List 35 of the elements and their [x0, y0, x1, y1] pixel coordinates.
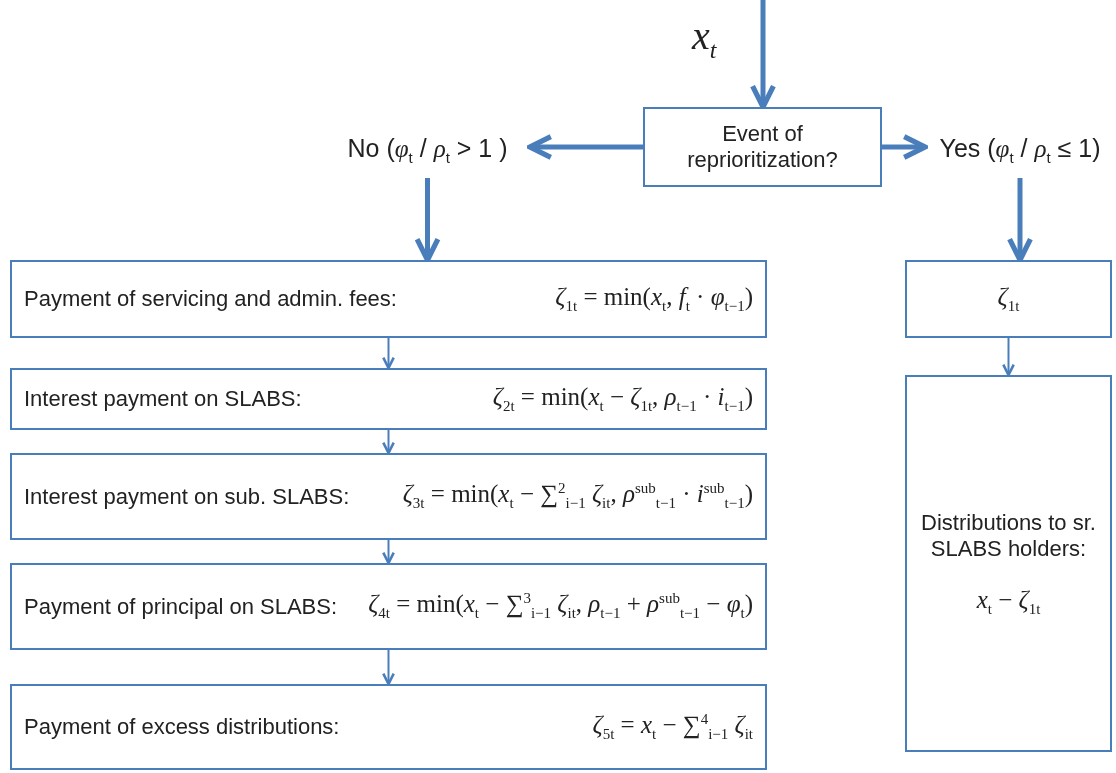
process-box	[905, 260, 1112, 338]
formula: ζ$_{1t}$ = min(x$_{t}$, f$_{t}$ · φ$_{t−1}$)	[555, 283, 753, 315]
box-label: Payment of servicing and admin. fees:	[24, 286, 397, 312]
decision-box	[643, 107, 882, 187]
process-box	[10, 368, 767, 430]
condition-label: Yes (φ$_{t}$ / ρ$_{t}$ ≤ 1)	[925, 118, 1115, 178]
arrow	[382, 649, 395, 686]
arrow	[750, 0, 776, 110]
formula: ζ$_{5t}$ = x$_{t}$ − ∑$^{4}$$_{i−1}$ ζ$_{it}$	[592, 710, 753, 744]
box-label: Payment of principal on SLABS:	[24, 593, 338, 620]
box-label: Event of reprioritization?	[686, 121, 839, 173]
formula: ζ$_{2t}$ = min(x$_{t}$ − ζ$_{1t}$, ρ$_{t−1}$ · i$_{t−1}$)	[492, 383, 753, 415]
formula: ζ$_{4t}$ = min(x$_{t}$ − ∑$^{3}$$_{i−1}$ ζ$_{it}$, ρ$_{t−1}$ + ρ$^{sub}$$_{t−1}$ − φ$_{t}$)	[368, 590, 753, 623]
arrow	[882, 134, 928, 160]
input-variable: x$_{t}$	[692, 12, 717, 64]
arrow	[382, 429, 395, 455]
formula: ζ$_{1t}$	[997, 283, 1020, 315]
condition-label: No (φ$_{t}$ / ρ$_{t}$ > 1 )	[325, 118, 530, 178]
box-label: Interest payment on sub. SLABS:	[24, 483, 350, 510]
formula: ζ$_{3t}$ = min(x$_{t}$ − ∑$^{2}$$_{i−1}$ ζ$_{it}$, ρ$^{sub}$$_{t−1}$ · i$^{sub}$$_{t−1}$)	[402, 480, 753, 513]
box-label: Payment of excess distributions:	[24, 714, 340, 740]
arrow	[1002, 337, 1015, 377]
process-box	[10, 260, 767, 338]
arrow	[382, 337, 395, 370]
arrow	[382, 539, 395, 565]
process-box	[905, 375, 1112, 752]
arrow	[414, 178, 441, 263]
formula: x$_{t}$ − ζ$_{1t}$	[976, 585, 1041, 618]
process-box	[10, 453, 767, 540]
process-box	[10, 563, 767, 650]
box-label: Distributions to sr. SLABS holders:	[920, 509, 1097, 562]
arrow	[1007, 178, 1033, 263]
process-box	[10, 684, 767, 770]
box-label: Interest payment on SLABS:	[24, 386, 302, 412]
arrow	[527, 134, 643, 160]
